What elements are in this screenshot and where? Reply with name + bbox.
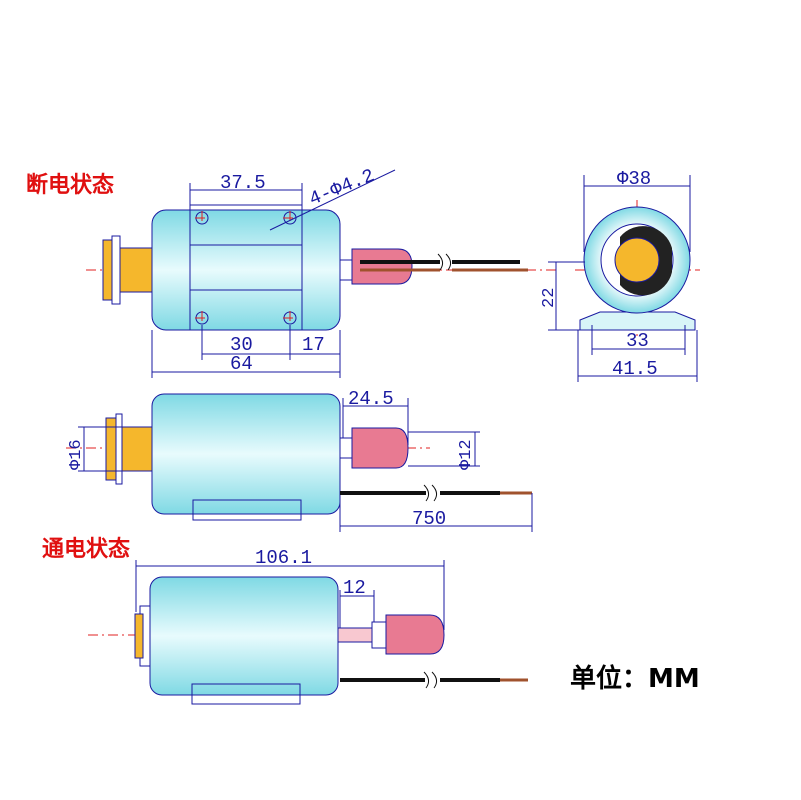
flange-plate (111, 235, 121, 305)
dim-stroke: 12 (343, 577, 366, 599)
mounting-bracket-top (189, 204, 303, 331)
dim-hole-spacing-bottom: 30 (230, 334, 253, 356)
state-off-title: 断电状态 (26, 172, 114, 198)
dim-foot-hole-spacing: 33 (626, 330, 649, 352)
dim-hole-spacing-top: 37.5 (220, 172, 266, 194)
energized-view: 106.1 12 (88, 547, 528, 705)
side-view: Φ16 24.5 Φ12 750 (66, 388, 533, 532)
solenoid-body-side (151, 393, 341, 515)
plunger (119, 247, 154, 293)
dim-end-diameter: Φ38 (617, 168, 651, 190)
solenoid-body-top (151, 209, 341, 331)
side-plunger (121, 426, 155, 472)
top-view: 37.5 4-Φ4.2 30 17 64 (86, 165, 560, 378)
energized-plunger (134, 613, 144, 659)
side-foot (192, 499, 302, 521)
end-view-foot (579, 311, 696, 331)
dim-wire-length: 750 (412, 508, 446, 530)
dim-holes: 4-Φ4.2 (306, 165, 378, 211)
dim-foot-width: 41.5 (612, 358, 658, 380)
dim-cap-diameter: Φ12 (457, 439, 476, 470)
end-view: Φ38 22 33 41.5 (540, 168, 700, 382)
end-view-plunger (614, 237, 660, 283)
wire-cap-side (351, 427, 409, 469)
solenoid-body-energized (149, 576, 339, 696)
mounting-holes (195, 211, 297, 325)
dim-plunger-diameter: Φ16 (67, 439, 86, 470)
dim-cap-length: 24.5 (348, 388, 394, 410)
dim-body-length: 64 (230, 353, 253, 375)
state-on-title: 通电状态 (42, 536, 130, 562)
unit-label: 单位：MM (570, 663, 700, 694)
wire-cap-top (351, 248, 413, 285)
dim-center-height: 22 (540, 288, 559, 308)
dim-edge-offset: 17 (302, 334, 325, 356)
wire-cap-energized (385, 614, 445, 655)
dim-total-length: 106.1 (255, 547, 312, 569)
